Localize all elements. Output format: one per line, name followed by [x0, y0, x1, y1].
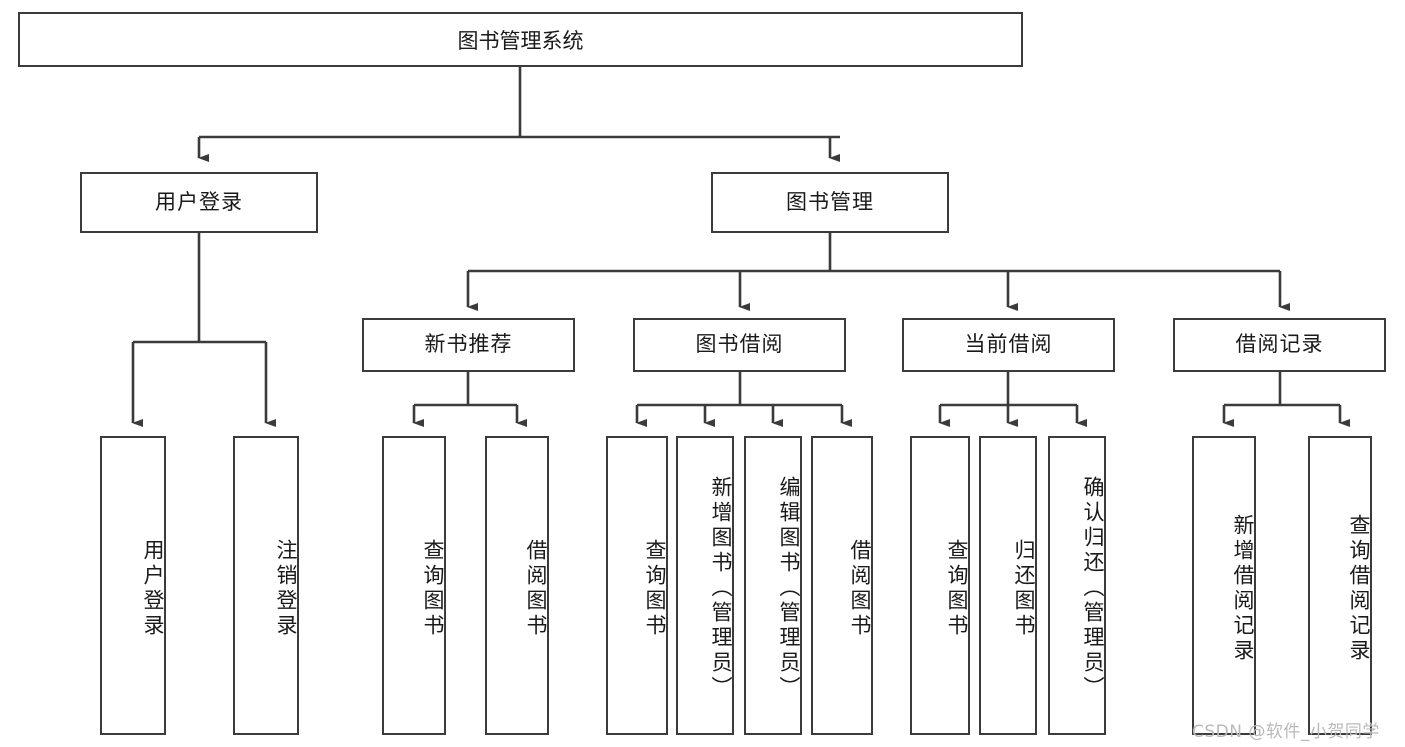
node-leaf-confirm-return[interactable]: 确认归还（管理员） — [1048, 436, 1106, 735]
node-leaf-add-record[interactable]: 新增借阅记录 — [1192, 436, 1256, 735]
node-leaf-query-record[interactable]: 查询借阅记录 — [1308, 436, 1372, 735]
node-user-login-label: 用户登录 — [155, 189, 243, 214]
node-leaf-borrow-book-2-label: 借阅图书 — [848, 538, 872, 639]
node-leaf-add-book-label: 新增图书（管理员） — [709, 476, 733, 701]
node-leaf-borrow-book-1-label: 借阅图书 — [524, 538, 548, 639]
node-borrow-record-label: 借阅记录 — [1235, 332, 1324, 357]
node-leaf-user-login-label: 用户登录 — [141, 538, 165, 639]
node-root[interactable]: 图书管理系统 — [18, 12, 1023, 67]
node-root-label: 图书管理系统 — [457, 28, 584, 53]
node-leaf-logout-login[interactable]: 注销登录 — [233, 436, 299, 735]
node-leaf-return-book[interactable]: 归还图书 — [979, 436, 1037, 735]
node-leaf-confirm-return-label: 确认归还（管理员） — [1081, 476, 1105, 701]
node-leaf-edit-book-label: 编辑图书（管理员） — [777, 476, 801, 701]
node-current-borrow[interactable]: 当前借阅 — [902, 318, 1115, 372]
node-leaf-borrow-book-1[interactable]: 借阅图书 — [485, 436, 549, 735]
node-leaf-edit-book[interactable]: 编辑图书（管理员） — [744, 436, 802, 735]
node-book-manage-label: 图书管理 — [786, 189, 874, 214]
node-borrow-record[interactable]: 借阅记录 — [1173, 318, 1386, 372]
node-book-borrow-label: 图书借阅 — [695, 332, 784, 357]
node-leaf-return-book-label: 归还图书 — [1012, 538, 1036, 639]
node-leaf-add-record-label: 新增借阅记录 — [1231, 513, 1255, 664]
node-leaf-query-book-3-label: 查询图书 — [945, 538, 969, 639]
node-user-login[interactable]: 用户登录 — [80, 172, 318, 233]
node-new-book-recommend-label: 新书推荐 — [424, 332, 513, 357]
node-book-manage[interactable]: 图书管理 — [711, 172, 949, 233]
csdn-watermark: CSDN @软件_小贺同学 — [1192, 722, 1380, 742]
node-leaf-query-book-1[interactable]: 查询图书 — [382, 436, 446, 735]
node-current-borrow-label: 当前借阅 — [964, 332, 1053, 357]
node-leaf-logout-login-label: 注销登录 — [274, 538, 298, 639]
node-leaf-add-book[interactable]: 新增图书（管理员） — [676, 436, 734, 735]
node-leaf-query-record-label: 查询借阅记录 — [1347, 513, 1371, 664]
node-leaf-borrow-book-2[interactable]: 借阅图书 — [811, 436, 873, 735]
node-leaf-query-book-2-label: 查询图书 — [643, 538, 667, 639]
node-leaf-query-book-3[interactable]: 查询图书 — [910, 436, 970, 735]
node-new-book-recommend[interactable]: 新书推荐 — [362, 318, 575, 372]
node-book-borrow[interactable]: 图书借阅 — [633, 318, 846, 372]
node-leaf-user-login[interactable]: 用户登录 — [100, 436, 166, 735]
node-leaf-query-book-2[interactable]: 查询图书 — [606, 436, 668, 735]
node-leaf-query-book-1-label: 查询图书 — [421, 538, 445, 639]
